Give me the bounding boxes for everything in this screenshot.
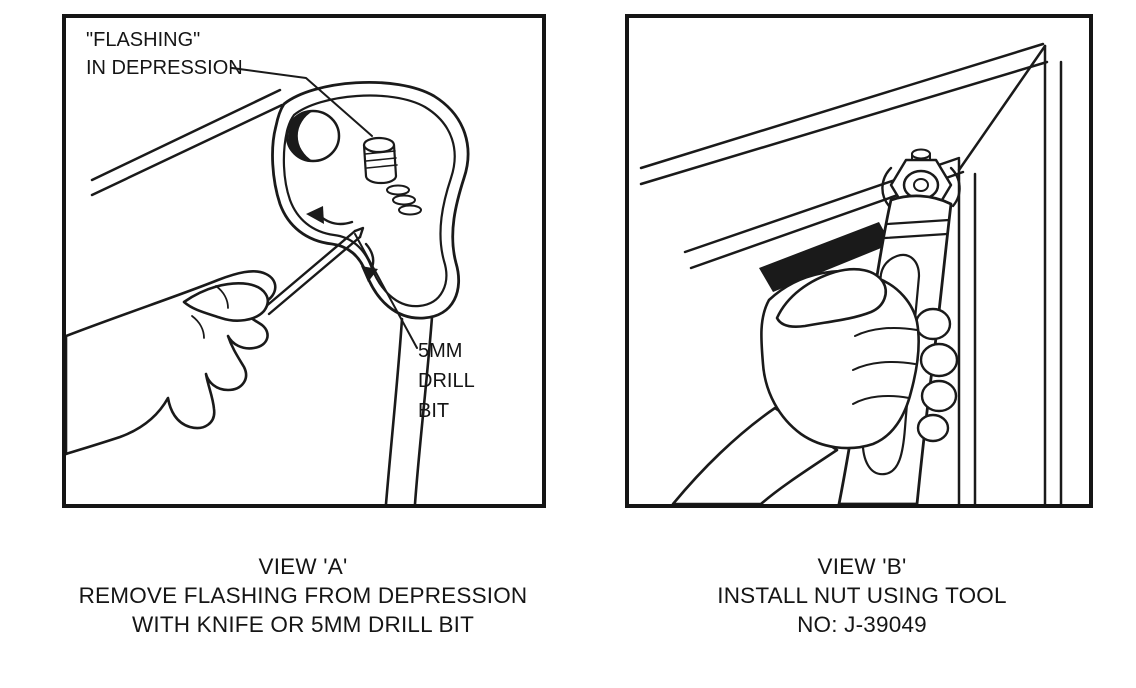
flashing-label: "FLASHING" IN DEPRESSION: [86, 26, 243, 82]
drill-bit: [262, 226, 365, 316]
rotate-left-arrow-icon: [306, 206, 354, 226]
panel-b-frame: [625, 14, 1093, 508]
drill-bit-label: 5MM DRILL BIT: [418, 336, 475, 426]
panel-a-caption-line1: VIEW 'A': [258, 554, 348, 579]
threaded-stud: [362, 136, 398, 185]
drill-bit-label-line3: BIT: [418, 400, 450, 422]
flashing-label-line1: "FLASHING": [86, 29, 201, 51]
door-edge-lines: [90, 88, 284, 197]
panel-a-frame: "FLASHING" IN DEPRESSION 5MM DRILL BIT: [62, 14, 546, 508]
hand-holding-bit: [66, 270, 277, 456]
panel-b-caption-line2: INSTALL NUT USING TOOL: [717, 583, 1007, 608]
depression-hole: [285, 109, 341, 163]
panel-b-caption-line1: VIEW 'B': [817, 554, 907, 579]
gripping-hand: [671, 268, 920, 504]
drill-bit-label-line2: DRILL: [418, 370, 475, 392]
handle-lever-tail: [384, 315, 434, 504]
frame-corner-lines: [639, 42, 1063, 504]
panel-b-caption-line3: NO: J-39049: [797, 612, 927, 637]
panel-a-caption: VIEW 'A' REMOVE FLASHING FROM DEPRESSION…: [30, 552, 576, 639]
drill-bit-label-line1: 5MM: [418, 340, 463, 362]
flashing-curl: [386, 184, 422, 216]
sill-shadow: [759, 222, 891, 292]
flashing-label-line2: IN DEPRESSION: [86, 57, 243, 79]
panel-b-illustration: [639, 42, 1063, 504]
panel-a-caption-line2: REMOVE FLASHING FROM DEPRESSION: [78, 583, 528, 608]
leader-line-flashing: [231, 67, 373, 137]
knuckle-bumps: [914, 307, 959, 443]
panel-a-illustration: [66, 67, 470, 504]
leader-line-drill-bit: [354, 233, 418, 349]
panel-b-caption: VIEW 'B' INSTALL NUT USING TOOL NO: J-39…: [636, 552, 1088, 639]
panel-a-caption-line3: WITH KNIFE OR 5MM DRILL BIT: [131, 612, 475, 637]
